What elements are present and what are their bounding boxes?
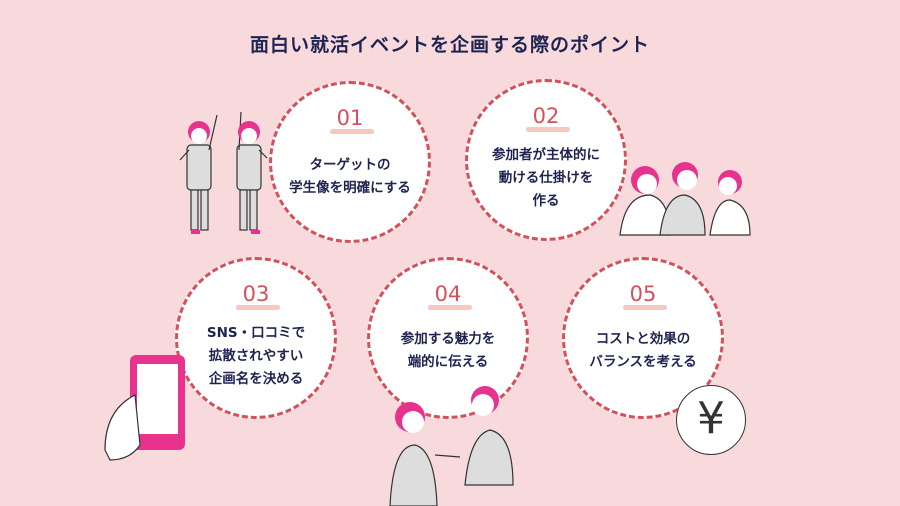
yen-icon: ¥ [697,393,725,444]
point-number: 05 [629,282,657,306]
point-number: 02 [532,104,560,128]
page-title: 面白い就活イベントを企画する際のポイント [249,34,650,56]
brush-underline [526,127,570,132]
point-number: 01 [336,106,364,130]
point-text: コストと効果の バランスを考える [589,331,697,370]
point-number: 04 [434,282,462,306]
point-card-01: 01 ターゲットの 学生像を明確にする [269,81,431,243]
yen-coin-illustration: ¥ [676,385,746,455]
point-text: 参加者が主体的に 動ける仕掛けを 作る [492,147,600,209]
point-text: ターゲットの 学生像を明確にする [289,157,411,196]
brush-underline [623,305,667,310]
meeting-illustration [389,386,514,506]
point-card-03: 03 SNS・口コミで 拡散されやすい 企画名を決める [175,257,337,419]
smartphone-illustration [104,355,185,461]
point-card-02: 02 参加者が主体的に 動ける仕掛けを 作る [465,79,627,241]
group-discussion-illustration [619,162,751,236]
point-number: 03 [242,282,270,306]
brush-underline [236,305,280,310]
brush-underline [428,305,472,310]
point-text: SNS・口コミで 拡散されやすい 企画名を決める [206,325,306,387]
point-card-04: 04 参加する魅力を 端的に伝える [367,257,529,419]
cheering-students-illustration [179,111,268,234]
brush-underline [330,129,374,134]
point-text: 参加する魅力を 端的に伝える [400,331,496,370]
